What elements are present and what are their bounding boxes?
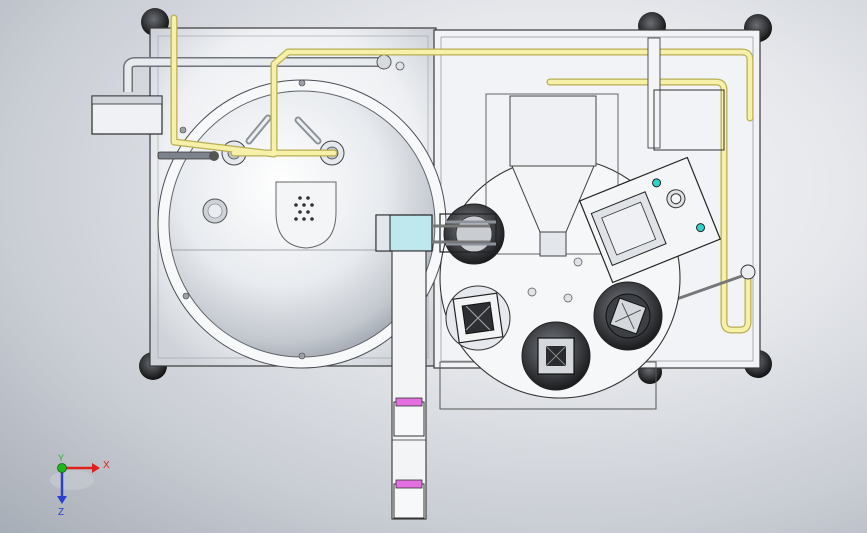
perforation-holes (294, 196, 314, 221)
x-axis-head (92, 463, 100, 473)
conveyor-tray-2-top (395, 479, 423, 489)
conveyor-tray-2 (393, 483, 425, 519)
duct-flange (395, 61, 405, 71)
hopper-spout (539, 231, 567, 257)
coordinate-triad: X Y Z (50, 453, 110, 518)
z-axis-head (57, 496, 67, 504)
conveyor-tray-1 (393, 401, 425, 437)
hopper-top (509, 95, 597, 167)
control-module (578, 156, 722, 284)
angled-nozzles-highlight (247, 116, 320, 143)
z-axis-label: Z (58, 507, 64, 518)
y-axis-label: Y (58, 453, 64, 463)
station-left (445, 285, 511, 351)
exhaust-duct-highlight (124, 58, 384, 92)
valve-lever-hub (209, 151, 219, 161)
filter-box-cap (91, 95, 163, 105)
triad-shadow (50, 470, 94, 490)
station-bottom (521, 321, 591, 391)
shield-plate (275, 181, 337, 249)
gauge (740, 264, 756, 280)
turntable-holes (527, 257, 583, 303)
station-right (593, 281, 663, 351)
duct-elbow (376, 54, 392, 70)
conveyor-tray-1-top (395, 397, 423, 407)
gas-line-pipes-fill (171, 15, 753, 333)
valve-lever (157, 151, 215, 160)
small-panel (653, 89, 725, 151)
conveyor-strip (391, 250, 427, 520)
connector-block-left (375, 214, 391, 252)
y-axis-dot (57, 463, 67, 473)
sight-port-inner (207, 203, 223, 219)
x-axis-label: X (103, 460, 110, 471)
